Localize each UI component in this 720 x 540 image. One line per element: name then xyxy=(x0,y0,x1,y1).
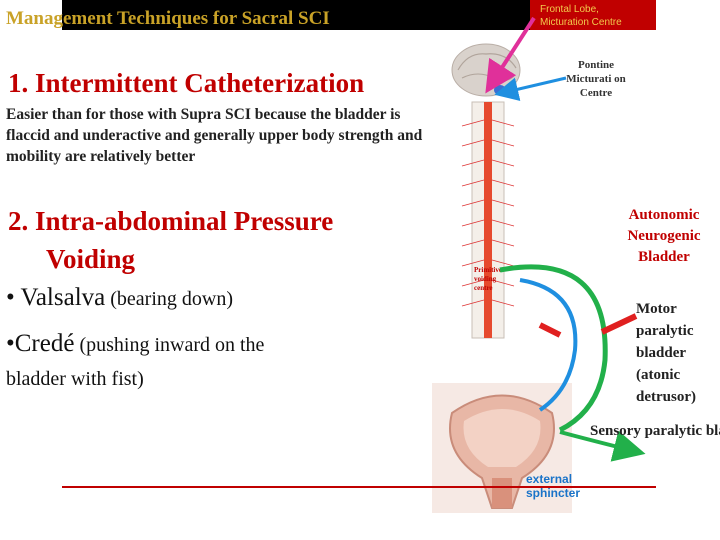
motor-paralytic-bladder-label: Motor paralytic bladder (atonic detrusor… xyxy=(636,301,696,405)
block-marker-motor xyxy=(600,313,638,335)
footer-rule xyxy=(62,486,656,488)
heading-intermittent-catheterization: 1. Intermittent Catheterization xyxy=(8,68,365,98)
pontine-micturition-label: Pontine Micturati on Centre xyxy=(566,59,626,99)
bullet-valsalva-main: • Valsalva xyxy=(6,284,106,311)
heading2-line1: 2. Intra-abdominal Pressure xyxy=(8,206,334,236)
slide-title: Management Techniques for Sacral SCI xyxy=(6,8,330,29)
autonomic-neurogenic-bladder-label: Autonomic Neurogenic Bladder xyxy=(627,207,701,265)
bullet-crede-main: •Credé xyxy=(6,330,75,357)
block-marker-inner xyxy=(538,322,562,338)
external-sphincter-label: external sphincter xyxy=(526,472,581,500)
sensory-paralytic-bladder-label: Sensory paralytic bladder xyxy=(590,423,720,439)
primitive-voiding-centre-label: Primitive voiding centre xyxy=(474,266,502,292)
heading2-line2: Voiding xyxy=(46,244,136,274)
heading-intra-abdominal-voiding: 2. Intra-abdominal Pressure Voiding xyxy=(8,202,428,278)
bullet-crede: •Credé (pushing inward on the xyxy=(6,330,264,358)
header-accent xyxy=(530,0,656,30)
bullet-valsalva: • Valsalva (bearing down) xyxy=(6,284,233,312)
catheterization-description: Easier than for those with Supra SCI bec… xyxy=(6,106,423,165)
bullet-crede-continuation: bladder with fist) xyxy=(6,368,144,390)
bullet-valsalva-detail: (bearing down) xyxy=(105,288,233,310)
bullet-crede-detail: (pushing inward on the xyxy=(74,334,265,356)
brain-spinal-cord-illustration xyxy=(451,43,521,339)
frontal-lobe-label: Frontal Lobe, Micturation Centre xyxy=(540,4,622,28)
